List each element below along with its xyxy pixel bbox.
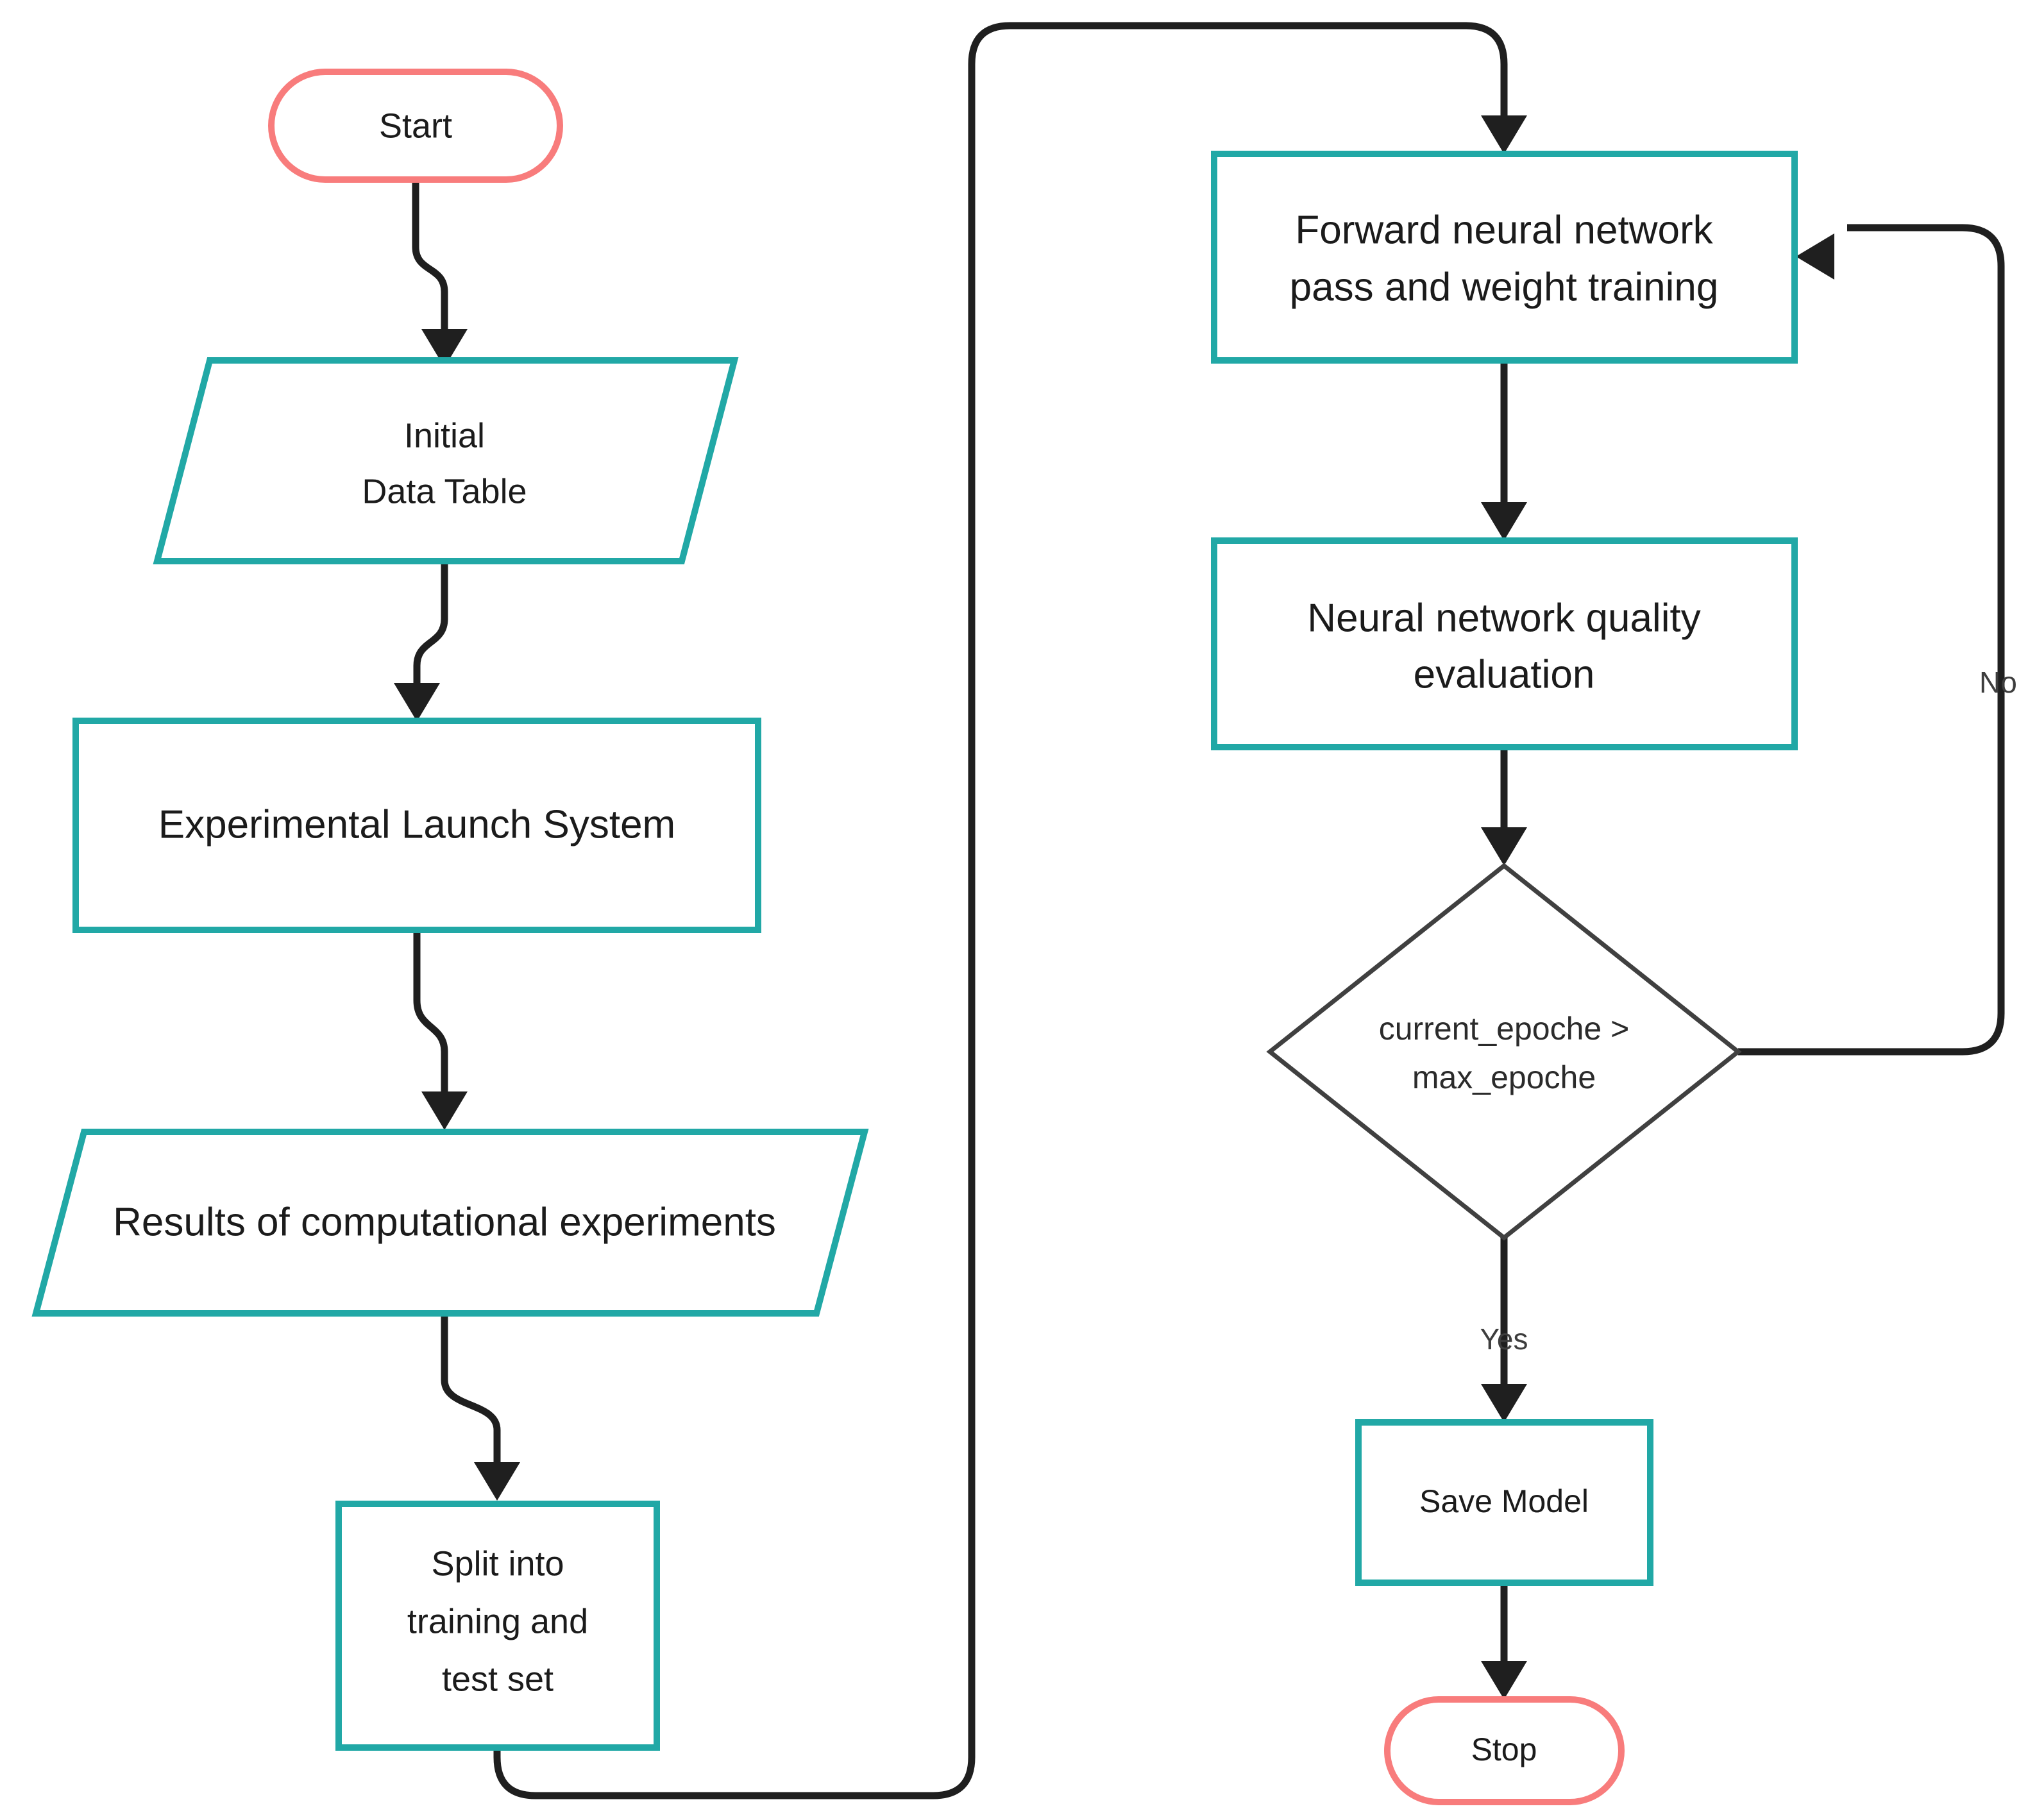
arrowhead-icon: [394, 683, 440, 721]
node-start[interactable]: Start: [268, 69, 563, 183]
start-shape[interactable]: [268, 69, 563, 183]
edge-results-to-split-dataset: [441, 1316, 520, 1501]
node-epoch-check-label-line2: max_epoche: [1412, 1059, 1596, 1095]
edge-experimental-launch-system-to-results: [413, 930, 468, 1130]
node-epoch-check[interactable]: current_epoche > max_epoche: [1266, 863, 1742, 1241]
edge-layer: Yes No: [394, 22, 2017, 1799]
node-stop[interactable]: Stop: [1384, 1696, 1625, 1805]
forward-pass-shape[interactable]: [1211, 151, 1798, 364]
node-quality-evaluation-label-line1: Neural network quality: [1307, 596, 1700, 640]
node-start-label: Start: [379, 106, 452, 145]
node-split-dataset-label-line2: training and: [407, 1602, 588, 1640]
node-forward-pass[interactable]: Forward neural network pass and weight t…: [1211, 151, 1798, 364]
initial-data-table-shape[interactable]: [153, 357, 739, 564]
arrowhead-icon: [1481, 1384, 1527, 1422]
node-layer: Start Initial Data Table Experimental La…: [31, 69, 1798, 1805]
arrowhead-icon: [1796, 233, 1834, 280]
arrowhead-icon: [1481, 1661, 1527, 1699]
save-model-shape[interactable]: [1355, 1419, 1653, 1586]
edge-split-dataset-to-forward-pass: [493, 22, 1527, 1799]
node-save-model[interactable]: Save Model: [1355, 1419, 1653, 1586]
edge-epoch-check-no-to-forward-pass: No: [1738, 224, 2017, 1056]
epoch-check-shape[interactable]: [1266, 863, 1742, 1241]
arrowhead-icon: [421, 1091, 468, 1130]
node-quality-evaluation-label-line2: evaluation: [1414, 652, 1595, 696]
stop-shape[interactable]: [1384, 1696, 1625, 1805]
node-initial-data-table[interactable]: Initial Data Table: [153, 357, 739, 564]
node-save-model-label: Save Model: [1419, 1483, 1589, 1519]
node-results-of-experiments[interactable]: Results of computational experiments: [31, 1129, 869, 1317]
node-experimental-launch-system[interactable]: Experimental Launch System: [72, 718, 761, 933]
node-quality-evaluation[interactable]: Neural network quality evaluation: [1211, 537, 1798, 750]
node-results-of-experiments-label: Results of computational experiments: [113, 1200, 776, 1244]
edge-save-model-to-stop: [1481, 1583, 1527, 1699]
node-initial-data-table-label-line1: Initial: [404, 416, 485, 455]
edge-start-to-initial-data-table: [412, 176, 468, 367]
node-experimental-launch-system-label: Experimental Launch System: [158, 802, 675, 847]
edge-forward-pass-to-quality-evaluation: [1481, 359, 1527, 541]
edge-initial-data-table-to-experimental-launch-system: [394, 563, 448, 721]
node-split-dataset-label-line1: Split into: [431, 1544, 564, 1583]
quality-evaluation-shape[interactable]: [1211, 537, 1798, 750]
arrowhead-icon: [474, 1462, 520, 1501]
node-split-dataset-label-line3: test set: [442, 1660, 554, 1698]
edge-label-yes: Yes: [1480, 1322, 1528, 1356]
results-of-experiments-shape[interactable]: [31, 1129, 869, 1317]
node-split-dataset[interactable]: Split into training and test set: [335, 1501, 660, 1751]
edge-epoch-check-yes-to-save-model: Yes: [1480, 1238, 1528, 1422]
node-forward-pass-label-line2: pass and weight training: [1290, 265, 1719, 309]
arrowhead-icon: [1481, 827, 1527, 866]
arrowhead-icon: [1481, 115, 1527, 154]
node-forward-pass-label-line1: Forward neural network: [1295, 208, 1713, 252]
node-stop-label: Stop: [1471, 1732, 1537, 1767]
arrowhead-icon: [421, 329, 468, 367]
node-initial-data-table-label-line2: Data Table: [362, 472, 527, 510]
node-epoch-check-label-line1: current_epoche >: [1379, 1011, 1630, 1047]
edge-label-no: No: [1979, 666, 2017, 699]
experimental-launch-system-shape[interactable]: [72, 718, 761, 933]
edge-quality-evaluation-to-epoch-check: [1481, 747, 1527, 866]
split-dataset-shape[interactable]: [335, 1501, 660, 1751]
arrowhead-icon: [1481, 502, 1527, 541]
